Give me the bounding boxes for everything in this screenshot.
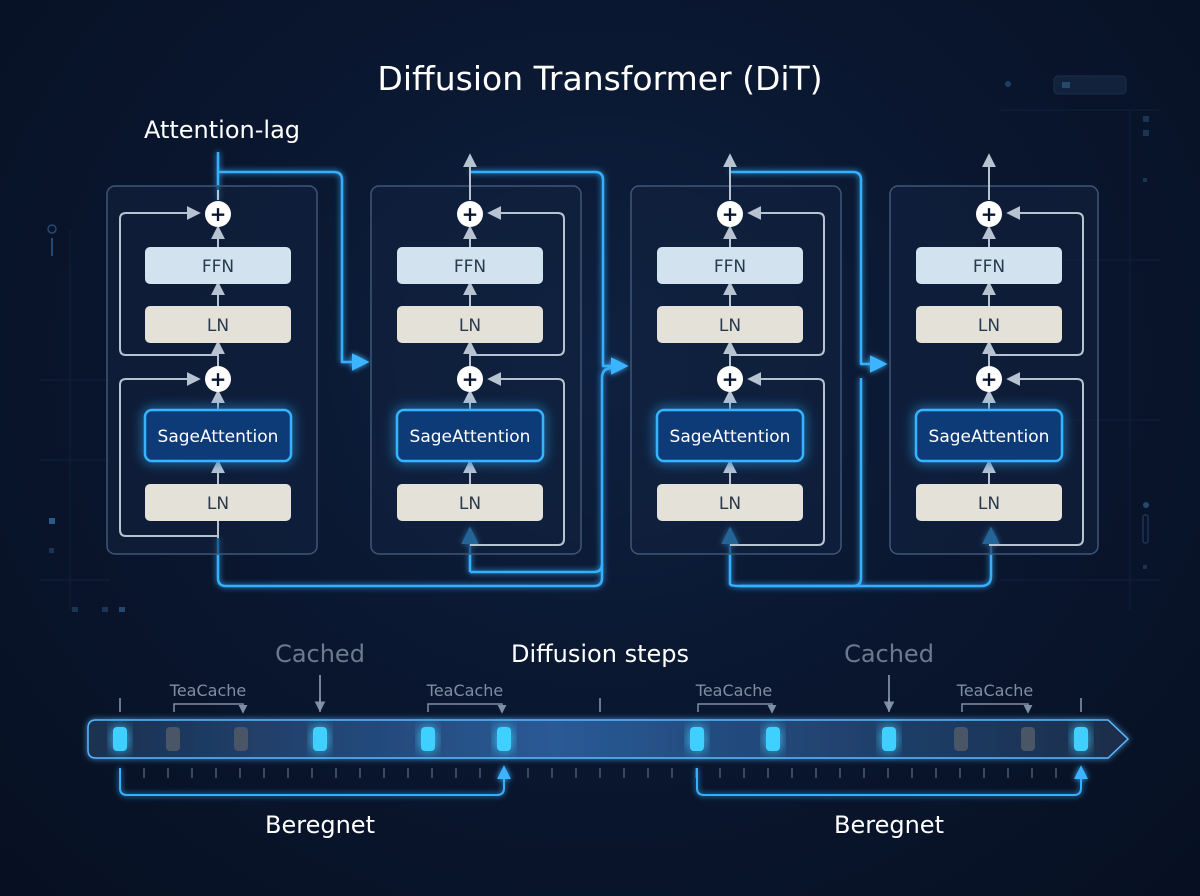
teacache-brackets — [173, 703, 1033, 714]
ffn-label: FFN — [454, 257, 486, 277]
ln-top-block — [145, 306, 291, 343]
teacache-bracket-3 — [697, 703, 777, 714]
timeline-marker-active — [421, 727, 435, 751]
dit-block-1: + FFN LN + SageAttention LN — [106, 185, 318, 555]
teacache-label-3: TeaCache — [695, 681, 772, 700]
ln-bottom-label: LN — [207, 494, 229, 514]
ln-top-block — [397, 306, 543, 343]
teacache-bracket-4 — [961, 703, 1033, 714]
sage-attention-block — [914, 408, 1064, 463]
plus-sign: + — [981, 367, 998, 391]
lag-route-3-4 — [730, 170, 888, 373]
add-node-bottom — [457, 366, 483, 392]
ffn-label: FFN — [714, 257, 746, 277]
teacache-bracket-2 — [427, 703, 507, 714]
ln-top-label: LN — [207, 316, 229, 336]
ffn-block — [657, 247, 803, 284]
sage-attention-block — [143, 408, 293, 463]
timeline-marker-active — [313, 727, 327, 751]
lag-route-2-3 — [470, 170, 629, 375]
timeline-top-ticks — [119, 698, 1082, 712]
timeline-marker-cached — [954, 727, 968, 751]
dit-block-2: + FFN LN + SageAttention LN — [370, 153, 582, 555]
computed-bracket-1 — [119, 765, 511, 796]
timeline-marker-cached — [234, 727, 248, 751]
cached-label-2: Cached — [844, 640, 934, 668]
timeline-markers — [113, 727, 1088, 751]
ln-bottom-block — [397, 484, 543, 521]
transformer-blocks: + FFN LN + SageAttention LN — [106, 153, 1099, 555]
lag-route-1-2 — [218, 170, 370, 371]
computed-bracket-2 — [696, 765, 1088, 796]
ln-top-label: LN — [459, 316, 481, 336]
timeline-marker-active — [766, 727, 780, 751]
ln-bottom-block — [657, 484, 803, 521]
sage-attention-label: SageAttention — [410, 427, 531, 447]
ln-top-block — [657, 306, 803, 343]
plus-sign: + — [210, 202, 227, 226]
plus-sign: + — [462, 202, 479, 226]
dit-block-4: + FFN LN + SageAttention LN — [889, 153, 1099, 555]
plus-sign: + — [722, 367, 739, 391]
ln-top-label: LN — [978, 316, 1000, 336]
add-node-top — [976, 201, 1002, 227]
teacache-label-4: TeaCache — [956, 681, 1033, 700]
computed-label-2: Beregnet — [834, 811, 944, 839]
ln-bottom-label: LN — [978, 494, 1000, 514]
lag-route-bottom-2 — [728, 526, 1000, 588]
timeline-marker-active — [113, 727, 127, 751]
cached-label-1: Cached — [275, 640, 365, 668]
timeline-marker-active — [690, 727, 704, 751]
sage-attention-block — [655, 408, 805, 463]
cached-arrows — [314, 675, 895, 713]
ln-top-label: LN — [719, 316, 741, 336]
diffusion-steps-label: Diffusion steps — [511, 640, 689, 668]
add-node-bottom — [976, 366, 1002, 392]
plus-sign: + — [210, 367, 227, 391]
timeline-bottom-ticks — [143, 768, 1057, 778]
plus-sign: + — [462, 367, 479, 391]
timeline-marker-cached — [166, 727, 180, 751]
sage-attention-block — [395, 408, 545, 463]
teacache-label-1: TeaCache — [169, 681, 246, 700]
attention-lag-label: Attention-lag — [144, 116, 300, 144]
dit-block-3: + FFN LN + SageAttention LN — [630, 153, 842, 555]
computed-label-1: Beregnet — [265, 811, 375, 839]
timeline-marker-active — [497, 727, 511, 751]
timeline-marker-active — [1074, 727, 1088, 751]
ln-bottom-block — [145, 484, 291, 521]
add-node-top — [205, 201, 231, 227]
timeline-bar — [87, 719, 1130, 759]
ln-top-block — [916, 306, 1062, 343]
ln-bottom-label: LN — [719, 494, 741, 514]
ln-bottom-label: LN — [459, 494, 481, 514]
timeline-marker-cached — [1021, 727, 1035, 751]
ffn-label: FFN — [973, 257, 1005, 277]
computed-brackets — [119, 765, 1088, 796]
teacache-bracket-1 — [173, 703, 248, 714]
ffn-block — [397, 247, 543, 284]
ln-bottom-block — [916, 484, 1062, 521]
add-node-top — [717, 201, 743, 227]
diffusion-timeline — [87, 698, 1130, 778]
add-node-bottom — [717, 366, 743, 392]
plus-sign: + — [981, 202, 998, 226]
lag-route-bottom-1b — [470, 563, 604, 574]
lag-route-bottom-2c — [740, 378, 863, 588]
ffn-label: FFN — [202, 257, 234, 277]
plus-sign: + — [722, 202, 739, 226]
timeline-marker-active — [882, 727, 896, 751]
add-node-top — [457, 201, 483, 227]
diagram-title: Diffusion Transformer (DiT) — [377, 59, 822, 98]
sage-attention-label: SageAttention — [670, 427, 791, 447]
lag-route-bottom-1 — [216, 366, 613, 588]
teacache-label-2: TeaCache — [426, 681, 503, 700]
sage-attention-label: SageAttention — [929, 427, 1050, 447]
ffn-block — [916, 247, 1062, 284]
attention-lag-routes — [216, 152, 1000, 588]
sage-attention-label: SageAttention — [158, 427, 279, 447]
ffn-block — [145, 247, 291, 284]
add-node-bottom — [205, 366, 231, 392]
